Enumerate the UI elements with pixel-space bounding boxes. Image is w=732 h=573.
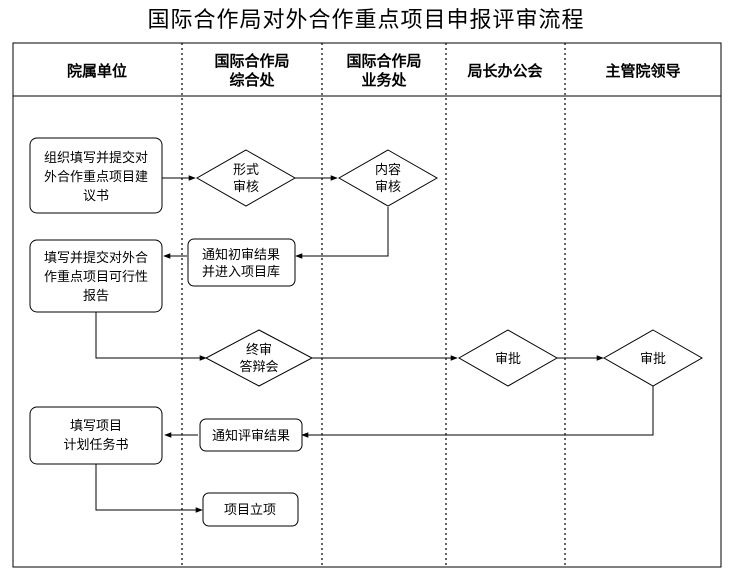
label-feasibility-report: 填写并提交对外合作重点项目可行性报告 — [44, 250, 148, 304]
label-project-setup: 项目立项 — [224, 503, 276, 518]
node-feasibility-report — [29, 239, 163, 313]
label-final-review-line: 终审 — [246, 342, 272, 358]
lane-header-affiliated-unit: 院属单位 — [67, 62, 127, 80]
label-organize-proposal-line: 外合作重点项目建 — [44, 169, 148, 185]
arrow-taskbook-to-setup — [95, 464, 203, 513]
label-office-approve: 审批 — [495, 352, 521, 367]
label-formal-review: 形式审核 — [233, 163, 259, 195]
arrow-content-to-notify — [295, 207, 389, 259]
label-office-approve-line: 审批 — [495, 352, 521, 367]
lane-header-director-meeting: 局长办公会 — [466, 62, 542, 80]
node-office-approve — [457, 329, 559, 387]
lane-header-director-meeting-line: 局长办公会 — [466, 62, 542, 80]
label-formal-review-line: 形式 — [233, 163, 259, 178]
label-task-book: 填写项目计划任务书 — [63, 419, 128, 453]
label-notify-initial-line: 通知初审结果 — [202, 247, 280, 263]
label-formal-review-line: 审核 — [233, 180, 259, 195]
label-notify-result-line: 通知评审结果 — [212, 428, 290, 444]
lane-header-leader: 主管院领导 — [605, 62, 680, 80]
label-content-review: 内容审核 — [375, 162, 401, 195]
lane-header-business-office-line: 业务处 — [361, 71, 407, 89]
lane-header-affiliated-unit-line: 院属单位 — [67, 62, 127, 80]
swimlane-frame — [12, 42, 722, 568]
label-feasibility-report-line: 报告 — [83, 289, 109, 304]
arrow-report-to-final — [95, 312, 207, 361]
label-notify-result: 通知评审结果 — [212, 428, 290, 444]
nodes — [29, 137, 704, 527]
label-task-book-line: 填写项目 — [70, 419, 122, 434]
arrow-leader-to-notify — [301, 386, 654, 438]
lane-header-business-office: 国际合作局业务处 — [346, 52, 421, 89]
node-organize-proposal — [29, 137, 163, 214]
label-content-review-line: 审核 — [375, 180, 401, 195]
label-organize-proposal-line: 议书 — [83, 189, 109, 204]
label-leader-approve: 审批 — [640, 352, 666, 367]
label-final-review: 终审答辩会 — [239, 342, 278, 375]
label-organize-proposal: 组织填写并提交对外合作重点项目建议书 — [44, 150, 148, 204]
node-project-setup — [202, 492, 299, 527]
label-leader-approve-line: 审批 — [640, 352, 666, 367]
node-final-review — [204, 329, 314, 387]
lane-header-general-office-line: 国际合作局 — [214, 52, 289, 70]
label-feasibility-report-line: 作重点项目可行性 — [44, 269, 148, 285]
lane-header-leader-line: 主管院领导 — [605, 62, 680, 80]
lane-headers: 院属单位 国际合作局综合处 国际合作局业务处 局长办公会 主管院领导 — [67, 52, 681, 89]
lane-dividers — [181, 43, 566, 567]
lane-header-business-office-line: 国际合作局 — [346, 52, 421, 70]
label-final-review-line: 答辩会 — [239, 359, 278, 375]
label-organize-proposal-line: 组织填写并提交对 — [44, 150, 148, 166]
node-content-review — [337, 149, 439, 207]
node-notify-result — [199, 418, 303, 452]
label-content-review-line: 内容 — [375, 162, 401, 178]
lane-header-general-office-line: 综合处 — [229, 71, 275, 89]
label-notify-initial-line: 并进入项目库 — [202, 264, 280, 280]
lane-header-general-office: 国际合作局综合处 — [214, 52, 289, 89]
label-feasibility-report-line: 填写并提交对外合 — [44, 250, 148, 266]
diagram-title: 国际合作局对外合作重点项目申报评审流程 — [147, 8, 585, 33]
label-task-book-line: 计划任务书 — [63, 437, 128, 453]
node-labels: 组织填写并提交对外合作重点项目建议书 形式审核 内容审核 通知初审结果并进入项目… — [44, 150, 666, 518]
connectors — [95, 175, 654, 513]
node-notify-initial — [187, 238, 296, 287]
label-notify-initial: 通知初审结果并进入项目库 — [202, 247, 280, 280]
node-task-book — [29, 406, 163, 465]
label-project-setup-line: 项目立项 — [224, 503, 276, 518]
node-leader-approve — [602, 329, 704, 387]
node-formal-review — [195, 149, 297, 207]
